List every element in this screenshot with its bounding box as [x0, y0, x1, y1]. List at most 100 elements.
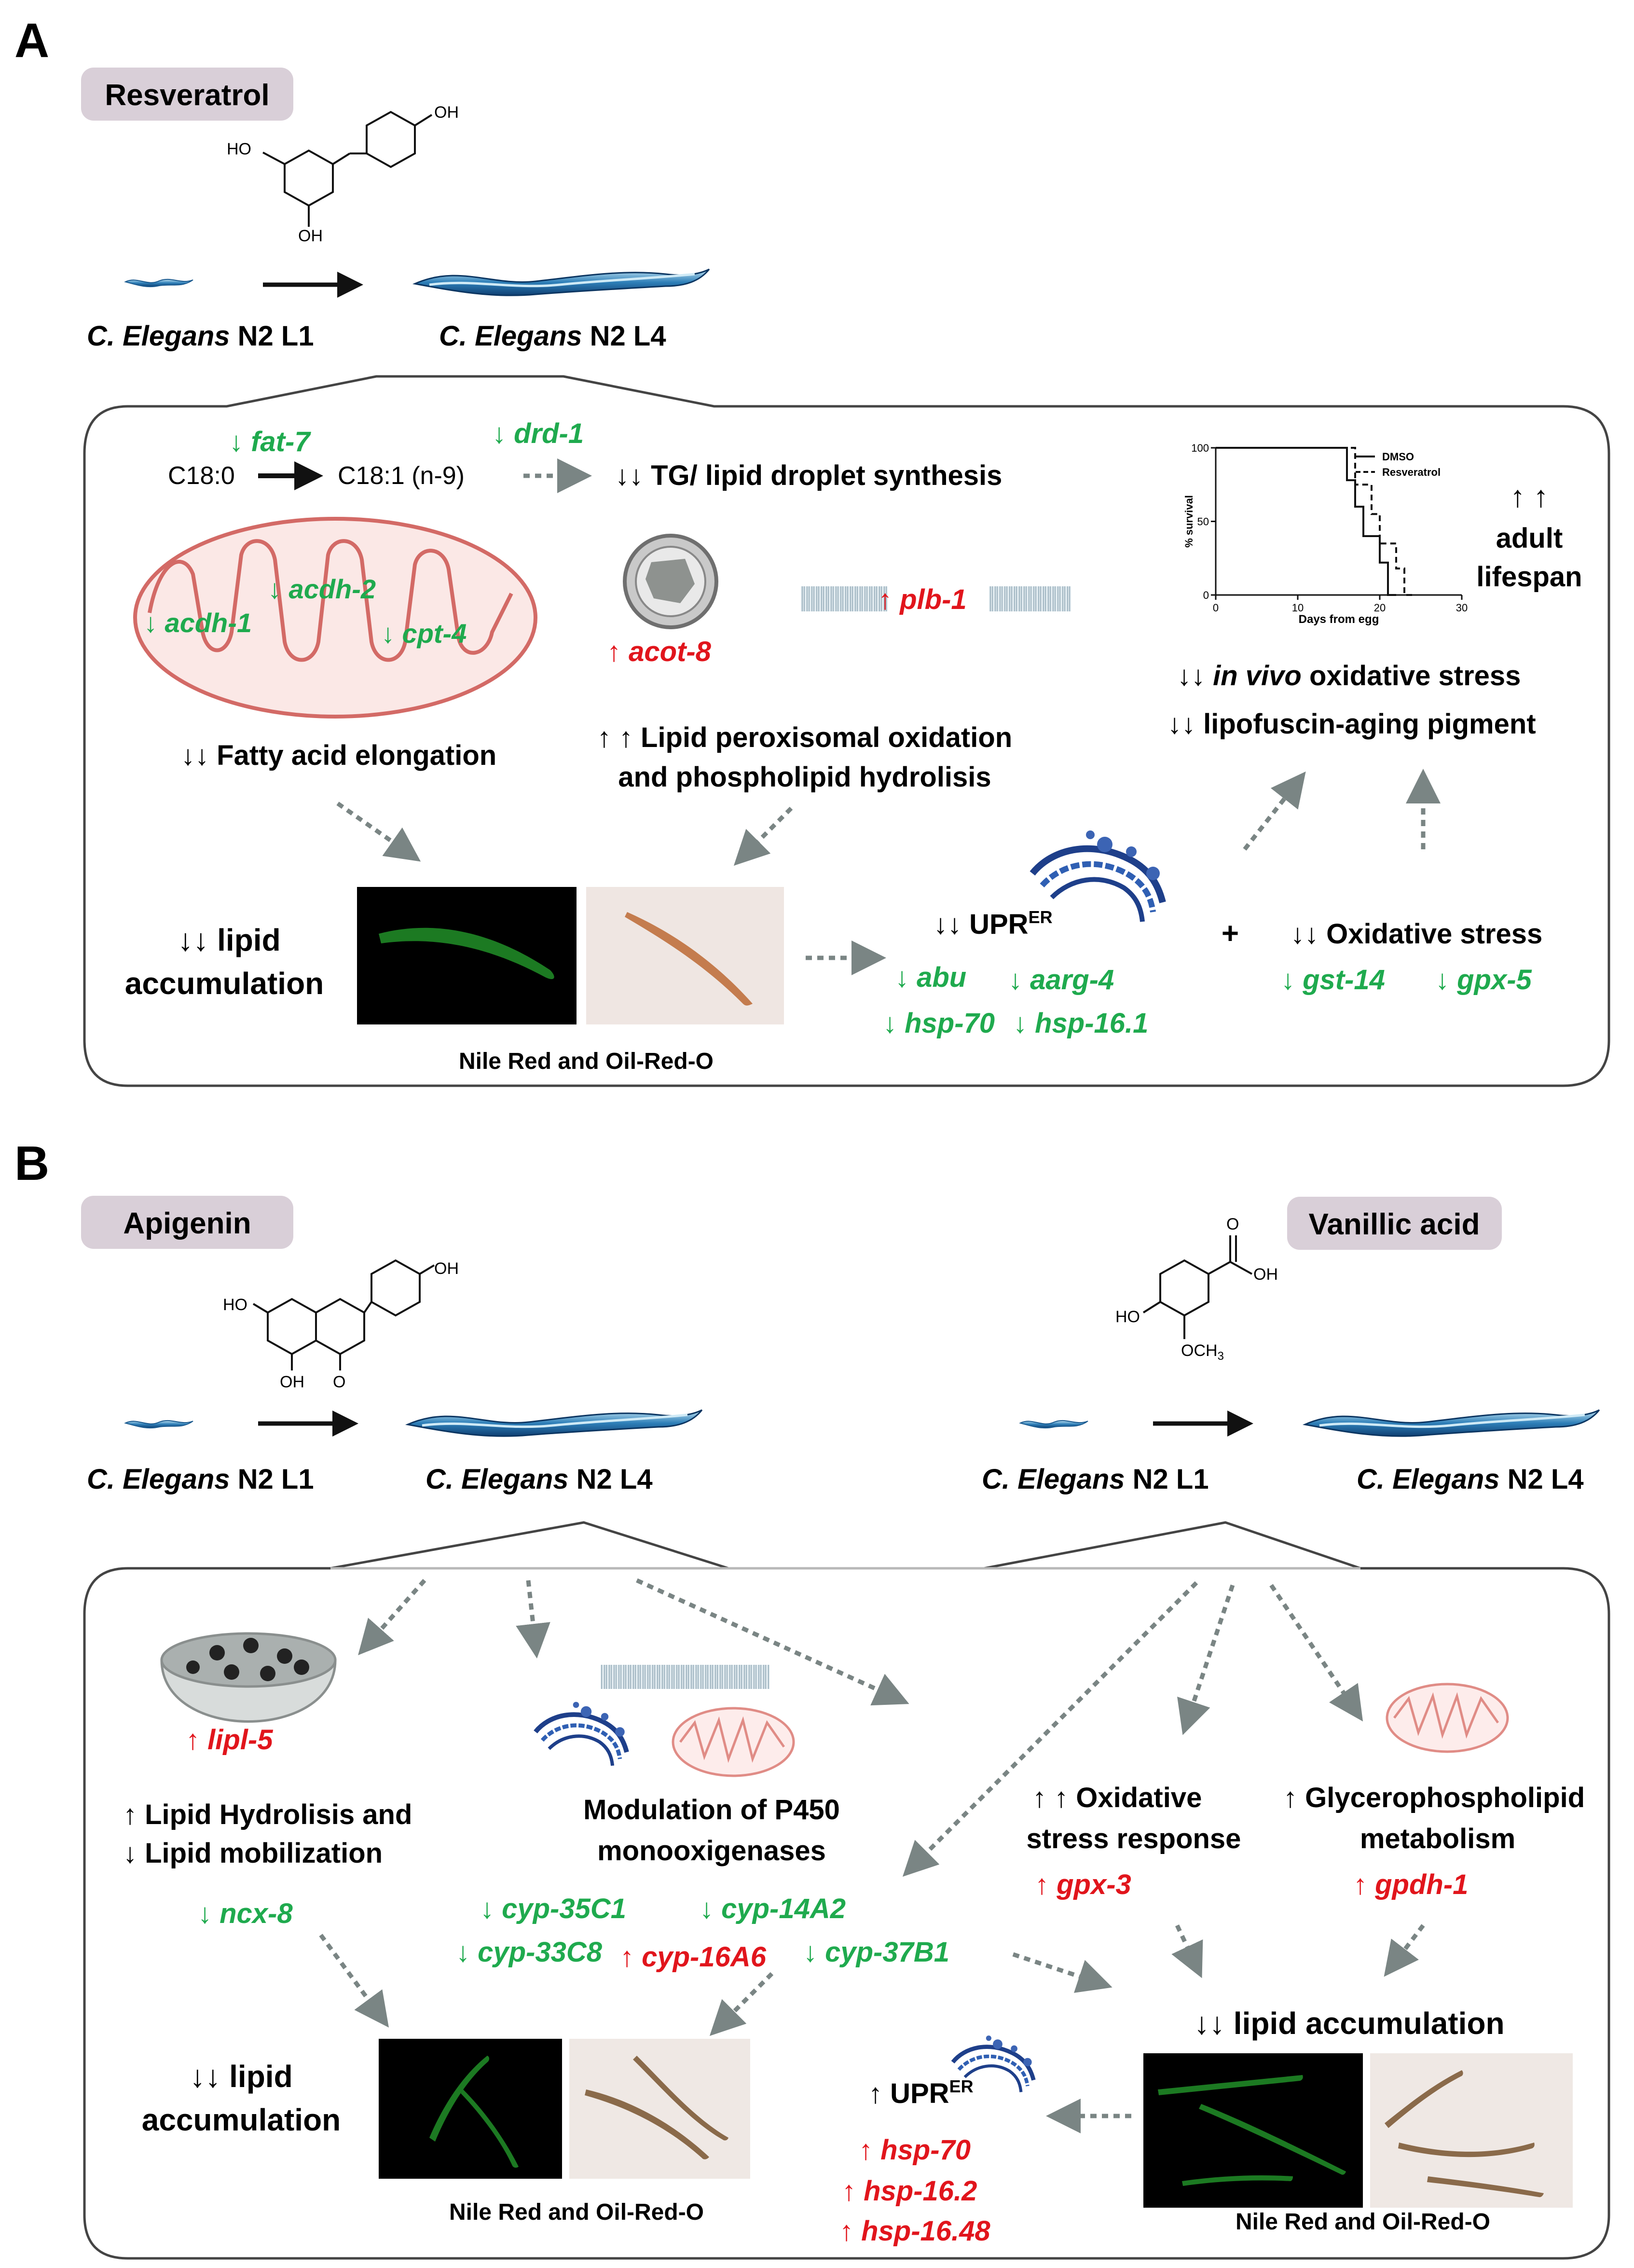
- apigenin-label: Apigenin: [123, 1207, 251, 1240]
- er-icon-b1: [536, 1702, 627, 1766]
- survival-curve-resveratrol: [1216, 447, 1413, 596]
- api-ho: HO: [223, 1296, 247, 1314]
- lifespan-label: lifespan: [1476, 561, 1582, 593]
- dash-arrow-a3: [1243, 771, 1306, 851]
- glycerophospholipid: ↑ Glycerophospholipid: [1283, 1782, 1585, 1813]
- dash-arrow-b3: [636, 1578, 909, 1706]
- lifespan-adult: adult: [1496, 523, 1563, 554]
- vanillic-pill: [1287, 1197, 1502, 1250]
- tg-synthesis: ↓↓ TG/ lipid droplet synthesis: [615, 460, 1002, 491]
- upr-er-b: ↑ UPRER: [868, 2076, 974, 2109]
- dash-arrow-a1: [336, 802, 421, 862]
- gene-gst-14: ↓ gst-14: [1281, 964, 1385, 996]
- stain-caption-a: Nile Red and Oil-Red-O: [459, 1049, 714, 1074]
- chem-ho: HO: [227, 140, 251, 158]
- apigenin-structure: [252, 1259, 435, 1370]
- stain-caption-b1: Nile Red and Oil-Red-O: [449, 2199, 704, 2225]
- plot-ytick-label: 0: [1203, 589, 1209, 601]
- gene-hsp-16-1: ↓ hsp-16.1: [1013, 1008, 1148, 1039]
- gene-drd-1: ↓ drd-1: [492, 418, 584, 449]
- dash-arrow-b7: [319, 1934, 389, 2028]
- plot-ylabel: % survival: [1183, 495, 1195, 548]
- resveratrol-pill: [81, 68, 293, 121]
- nile-red-image-a: [357, 887, 577, 1024]
- resveratrol-structure: [262, 111, 433, 227]
- lipid-hydrolysis: ↑ Lipid Hydrolisis and: [123, 1799, 412, 1830]
- phospholipid-hydrolysis: and phospholipid hydrolisis: [618, 761, 991, 793]
- van-o: O: [1226, 1215, 1239, 1233]
- lipid-label-1: ↓↓ lipid: [178, 923, 280, 957]
- panel-b-frame: [83, 1521, 1610, 2260]
- dash-arrow-b9: [1012, 1952, 1112, 1993]
- chem-oh-top: OH: [434, 103, 459, 122]
- mitochondrion-icon: [133, 517, 537, 719]
- gene-gpdh-1: ↑ gpdh-1: [1353, 1869, 1468, 1900]
- legend-label-dmso: DMSO: [1382, 451, 1414, 463]
- dash-arrow-b2: [516, 1580, 550, 1659]
- api-oh-top: OH: [434, 1259, 459, 1278]
- panel-b-letter: B: [14, 1136, 49, 1190]
- lipid-mobilization: ↓ Lipid mobilization: [123, 1838, 383, 1869]
- membrane-b: [601, 1665, 769, 1689]
- dash-arrow-b8: [709, 1972, 774, 2036]
- gene-cyp-35c1: ↓ cyp-35C1: [480, 1893, 626, 1924]
- lifespan-arrows: ↑ ↑: [1510, 480, 1548, 513]
- gene-gpx-5: ↓ gpx-5: [1435, 964, 1532, 996]
- dash-arrow-b6: [1269, 1584, 1363, 1722]
- c18-1: C18:1 (n-9): [338, 462, 465, 490]
- panel-a-letter: A: [14, 14, 49, 68]
- legend-label-resveratrol: Resveratrol: [1382, 466, 1441, 478]
- oil-red-image-b2: [1370, 2053, 1573, 2208]
- worm-l4b-icon: [1305, 1410, 1599, 1436]
- mitochondrion-icon-b2: [1386, 1683, 1509, 1753]
- worm-l1-label: C. Elegans N2 L1: [87, 320, 314, 352]
- oxidative-response-1: ↑ ↑ Oxidative: [1032, 1782, 1202, 1813]
- gene-cyp-16a6: ↑ cyp-16A6: [620, 1941, 767, 1973]
- worm-l1b-icon: [1020, 1420, 1088, 1429]
- dash-arrow-b1: [358, 1579, 426, 1656]
- gene-acdh-2: ↓ acdh-2: [268, 574, 376, 604]
- lipofuscin-pigment: ↓↓ lipofuscin-aging pigment: [1167, 708, 1536, 740]
- oxidative-stress-a: ↓↓ Oxidative stress: [1291, 918, 1542, 950]
- gene-acdh-1: ↓ acdh-1: [144, 608, 252, 638]
- worm-l1a-label: C. Elegans N2 L1: [87, 1464, 314, 1495]
- vanillic-structure: [1142, 1235, 1252, 1339]
- in-vivo-oxidative-stress: ↓↓ in vivo oxidative stress: [1177, 660, 1521, 691]
- worm-l1a-icon: [125, 1420, 193, 1429]
- oil-red-image-a: [586, 887, 784, 1024]
- nile-red-image-b1: [379, 2039, 562, 2179]
- plus-sign: +: [1222, 917, 1239, 950]
- upr-er-a: ↓↓ UPRER: [934, 907, 1053, 940]
- gene-hsp-70-b: ↑ hsp-70: [859, 2134, 971, 2166]
- peroxisomal-oxidation: ↑ ↑ Lipid peroxisomal oxidation: [597, 722, 1012, 753]
- fatty-acid-elongation: ↓↓ Fatty acid elongation: [181, 740, 496, 771]
- gene-ncx-8: ↓ ncx-8: [198, 1898, 293, 1929]
- p450-modulation: Modulation of P450: [583, 1794, 840, 1825]
- panel-a-frame: [83, 375, 1610, 1087]
- gene-hsp-16-48: ↑ hsp-16.48: [839, 2215, 990, 2247]
- worm-l4b-label: C. Elegans N2 L4: [1357, 1464, 1584, 1495]
- gene-acot-8: ↑ acot-8: [607, 636, 712, 667]
- api-o: O: [333, 1373, 345, 1391]
- lipid-label-b2: accumulation: [142, 2102, 341, 2137]
- van-och3: OCH3: [1181, 1341, 1224, 1363]
- api-oh-bottom: OH: [280, 1373, 304, 1391]
- worm-l4-icon: [415, 269, 709, 295]
- gene-hsp-16-2: ↑ hsp-16.2: [842, 2175, 977, 2207]
- gene-fat-7: ↓ fat-7: [229, 426, 311, 457]
- plot-xtick-label: 0: [1213, 602, 1219, 614]
- plot-xlabel: Days from egg: [1299, 613, 1379, 626]
- vanillic-label: Vanillic acid: [1309, 1208, 1480, 1241]
- lipid-accumulation-right: ↓↓ lipid accumulation: [1194, 2006, 1505, 2041]
- plot-xtick-label: 10: [1292, 602, 1304, 614]
- gene-abu: ↓ abu: [895, 962, 966, 993]
- worm-l4a-icon: [408, 1410, 702, 1436]
- p450-monooxigenases: monooxigenases: [597, 1835, 826, 1867]
- van-ho: HO: [1115, 1308, 1140, 1326]
- gene-plb-1: ↑ plb-1: [878, 584, 967, 615]
- dash-arrow-b4: [902, 1581, 1198, 1877]
- worm-l4-label: C. Elegans N2 L4: [439, 320, 666, 352]
- oxidative-response-2: stress response: [1027, 1823, 1241, 1854]
- gene-hsp-70-a: ↓ hsp-70: [883, 1008, 995, 1039]
